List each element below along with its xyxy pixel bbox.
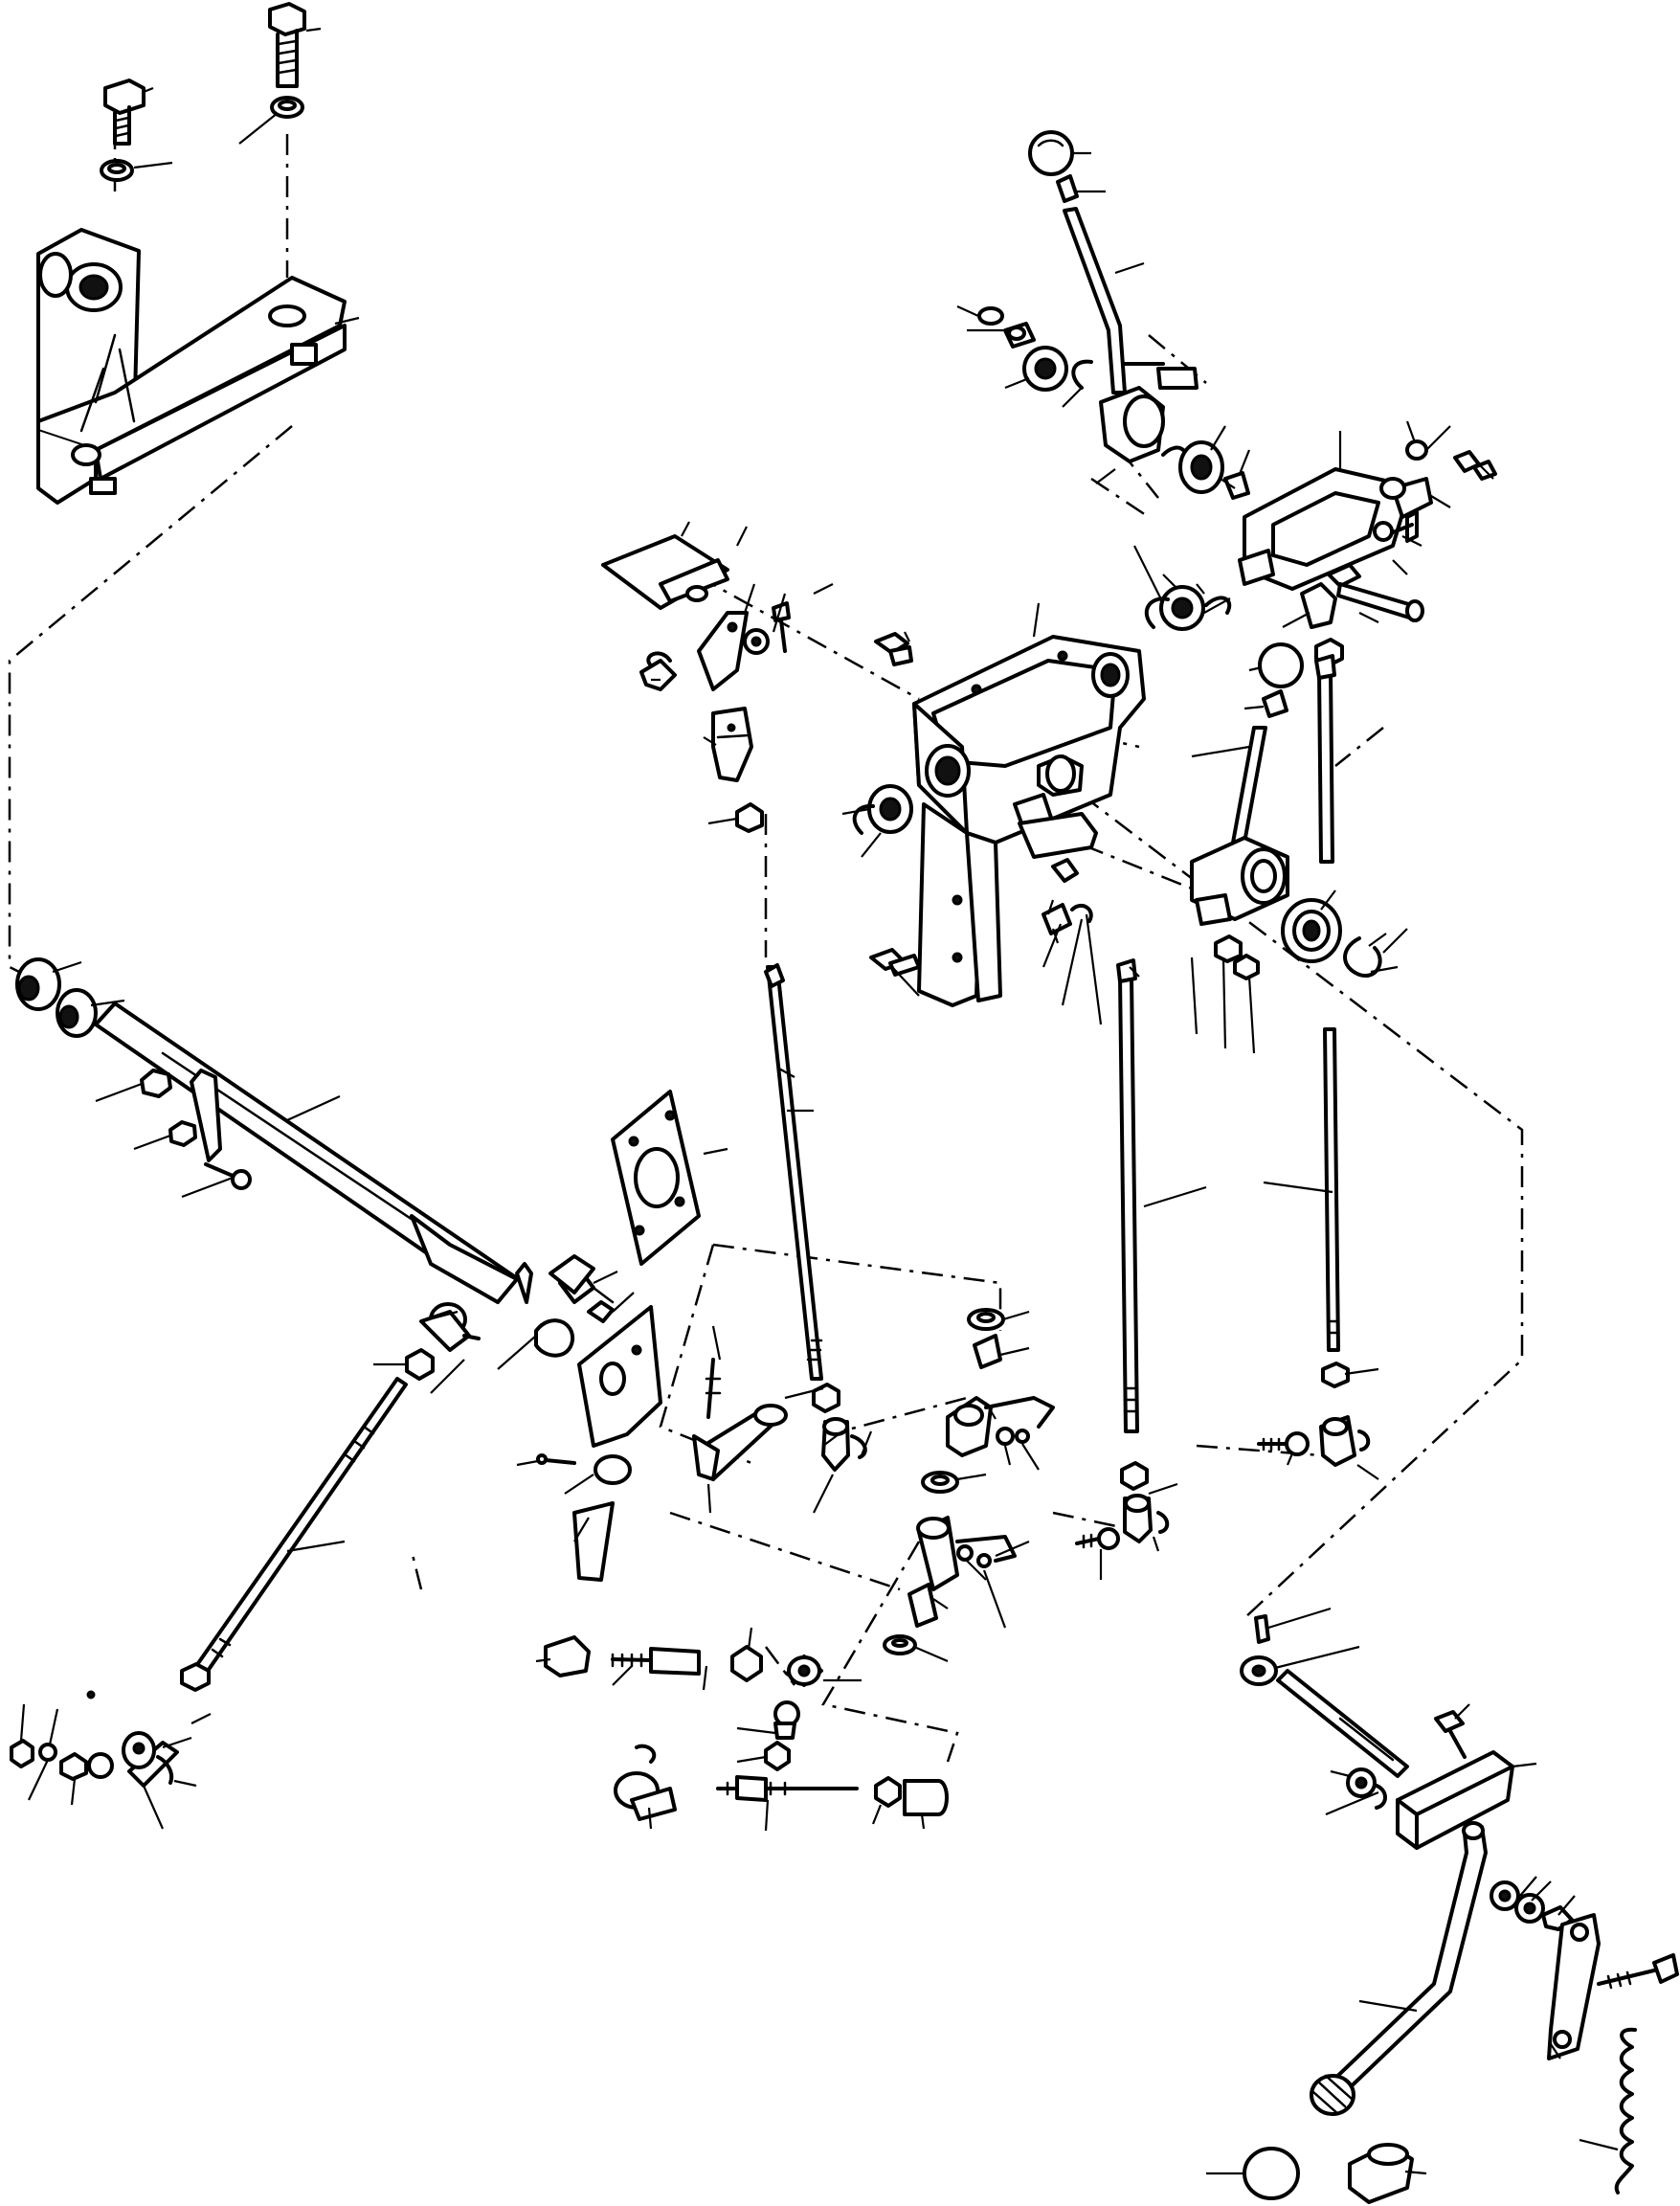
bearing-housing-left bbox=[852, 784, 913, 835]
bolt-top-left bbox=[103, 79, 146, 146]
nut-shaft-1 bbox=[140, 1069, 172, 1098]
shift-link bbox=[697, 611, 749, 691]
nut-row-1 bbox=[730, 1645, 763, 1682]
knob-spring-top bbox=[1056, 174, 1079, 203]
pedal-pad bbox=[1310, 2074, 1355, 2116]
rod-right bbox=[1323, 1027, 1340, 1352]
nut-row-2 bbox=[764, 1741, 791, 1771]
gasket-plate bbox=[611, 1090, 701, 1266]
mounting-bracket bbox=[36, 228, 347, 505]
bolt-top bbox=[268, 2, 306, 88]
washer-lower bbox=[921, 1471, 959, 1494]
collar-pedal bbox=[1240, 1655, 1278, 1686]
ball-stud-row bbox=[773, 1700, 800, 1740]
small-parts-bracket bbox=[1373, 439, 1497, 543]
washer-top bbox=[270, 96, 304, 119]
bolt-mid bbox=[549, 1254, 615, 1323]
bearing-top-right bbox=[1178, 440, 1224, 494]
hub-top bbox=[1099, 386, 1165, 463]
washer-right-mid-top bbox=[967, 1308, 1005, 1331]
washer-top-left bbox=[100, 159, 134, 182]
bolt-pedal-right bbox=[1597, 1953, 1679, 1990]
ball-stud-center bbox=[1075, 1527, 1120, 1550]
washer-link bbox=[743, 628, 770, 655]
clevis-top bbox=[711, 707, 753, 782]
rod-right-top bbox=[1314, 654, 1336, 864]
set-screw-pedal bbox=[1254, 1614, 1270, 1644]
circlip-mid-right bbox=[1343, 936, 1382, 978]
socket-left bbox=[544, 1635, 591, 1677]
clevis-rod-right bbox=[1319, 1415, 1371, 1467]
socket-bottom-left bbox=[614, 1744, 677, 1821]
clevis-rod-mid-left bbox=[821, 1417, 867, 1472]
nut-left bbox=[405, 1348, 435, 1381]
parts-under-housing bbox=[1042, 858, 1093, 935]
pedal-arm bbox=[1324, 1821, 1488, 2099]
link-plate-pedal bbox=[1547, 1913, 1601, 2060]
small-nuts-right-mid bbox=[996, 1427, 1030, 1446]
spacer-top-right bbox=[1223, 471, 1250, 500]
washer-top-left-2 bbox=[977, 306, 1004, 326]
bell-crank-mid bbox=[692, 1358, 788, 1481]
bell-crank-right-mid bbox=[946, 1396, 1055, 1457]
lever-knob-top bbox=[1028, 130, 1074, 176]
bell-crank-lower bbox=[916, 1516, 1017, 1591]
washer-lower-2 bbox=[883, 1634, 917, 1655]
rod-center bbox=[1116, 958, 1139, 1433]
sleeve-pedal bbox=[1348, 2143, 1414, 2204]
bearing-top-left bbox=[1022, 346, 1068, 392]
cross-shaft bbox=[15, 957, 533, 1304]
collar-mid bbox=[1190, 836, 1289, 926]
nut-rod-right bbox=[1321, 1362, 1350, 1388]
bolt-housing-bottom bbox=[869, 948, 921, 977]
slotted-bracket bbox=[1238, 467, 1433, 591]
small-nuts-mid-right bbox=[1214, 934, 1260, 980]
cap-bottom bbox=[903, 1779, 949, 1816]
lever-knob-mid bbox=[1258, 642, 1304, 688]
nut-bottom bbox=[874, 1776, 902, 1808]
pedal-lever-block bbox=[1396, 1750, 1514, 1850]
clevis-left bbox=[419, 1302, 481, 1352]
bushing-right-mid bbox=[973, 1334, 1002, 1369]
nut-rod-left bbox=[180, 1662, 211, 1692]
washers-pedal bbox=[1490, 1880, 1574, 1931]
rod-mid-left bbox=[764, 963, 823, 1381]
lever-top bbox=[1063, 207, 1198, 394]
knob-spring-mid bbox=[1262, 689, 1288, 718]
clevis-rod-center bbox=[1123, 1494, 1170, 1543]
shift-plate bbox=[601, 534, 729, 610]
nut-rod-center bbox=[1120, 1461, 1149, 1491]
bearing-mid-right bbox=[1281, 898, 1342, 963]
leader-lines bbox=[19, 27, 1619, 2175]
bearings-mid-right bbox=[1144, 585, 1232, 631]
nut-shaft-2 bbox=[168, 1120, 197, 1147]
bushing-lower bbox=[907, 1583, 938, 1628]
bolt-long-1 bbox=[611, 1647, 701, 1676]
ball-joint-row bbox=[785, 1654, 823, 1687]
ball-joint-left bbox=[122, 1731, 179, 1788]
bushing-top-left bbox=[1003, 322, 1036, 349]
pedal-shaft bbox=[1276, 1669, 1409, 1778]
pivot-bracket bbox=[534, 1267, 662, 1582]
selector-housing bbox=[912, 635, 1146, 1007]
bolt-long-2 bbox=[716, 1775, 859, 1802]
lever-mid bbox=[1231, 726, 1267, 844]
nut-rod-mid-left bbox=[812, 1383, 840, 1413]
ball-stud-bracket bbox=[1300, 582, 1337, 629]
small-parts-left bbox=[10, 1690, 114, 1781]
bolt-pedal-top bbox=[1434, 1710, 1467, 1759]
circlip-top-1 bbox=[1071, 359, 1093, 390]
spring-pedal bbox=[1614, 2027, 1637, 2195]
ball-stud-right bbox=[1257, 1431, 1310, 1456]
cotter-link bbox=[639, 651, 677, 691]
bushing-pedal bbox=[1346, 1767, 1387, 1810]
small-pin-mid bbox=[536, 1453, 576, 1465]
pedal-knob bbox=[1243, 2147, 1300, 2200]
nut-clevis-top bbox=[735, 802, 764, 833]
bolt-bracket bbox=[1327, 563, 1424, 622]
pin-shaft bbox=[204, 1162, 252, 1190]
bolt-housing-top bbox=[874, 632, 913, 666]
rod-left bbox=[194, 1377, 408, 1676]
